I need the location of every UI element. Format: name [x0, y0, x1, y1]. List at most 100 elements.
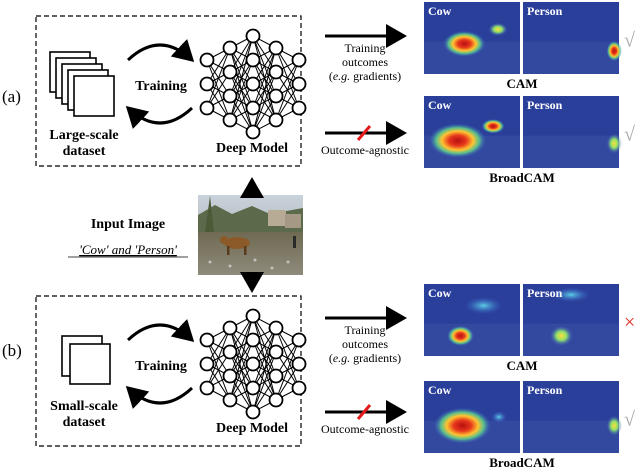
- tile-class-label: Person: [527, 4, 563, 18]
- panel-b: (b) Small-scale dataset Training Deep Mo…: [2, 295, 307, 447]
- arrow-a-agnostic-label: Outcome-agnostic: [321, 143, 409, 157]
- network-node: [291, 380, 307, 396]
- network-node: [268, 112, 284, 128]
- network-connection: [252, 351, 277, 413]
- method-label: CAM: [506, 358, 537, 373]
- heatmap-tile-person: Person: [523, 284, 619, 356]
- network-node: [199, 52, 215, 68]
- training-label-a: Training: [135, 79, 187, 94]
- network-node: [245, 28, 261, 44]
- network-connection: [229, 315, 254, 401]
- heat-blob: [551, 287, 591, 302]
- network-node: [245, 124, 261, 140]
- network-connection: [229, 339, 254, 401]
- network-connection: [252, 327, 277, 413]
- tile-class-label: Person: [527, 383, 563, 397]
- heat-blob: [549, 325, 573, 346]
- heat-blob: [606, 133, 622, 154]
- dataset-label-a-line2: dataset: [63, 144, 106, 159]
- dataset-label-b-line1: Small-scale: [50, 399, 118, 414]
- network-node: [291, 332, 307, 348]
- heatmap-tile-person: Person: [523, 2, 622, 74]
- network-node: [199, 76, 215, 92]
- deep-model-network-icon: [199, 28, 307, 140]
- heatmap-tile-cow: Cow: [424, 96, 520, 168]
- heat-blob: [488, 22, 508, 36]
- network-node: [268, 320, 284, 336]
- large-dataset-stack-icon: [49, 51, 115, 117]
- tile-class-label: Person: [527, 98, 563, 112]
- arrow-b-agnostic-label: Outcome-agnostic: [321, 422, 409, 436]
- heat-blob: [447, 325, 474, 346]
- arrow-a-label-line3: (e.g. gradients): [329, 69, 401, 83]
- deep-model-network-icon: [199, 308, 307, 420]
- blocked-slash-icon: [356, 125, 372, 141]
- training-cycle-icon: [125, 38, 195, 130]
- heat-blob: [428, 123, 487, 158]
- training-outcomes-arrow-a: Training outcomes (e.g. gradients): [325, 24, 407, 83]
- panel-b-label: (b): [2, 341, 22, 360]
- check-mark-icon: √: [624, 409, 635, 431]
- network-node: [222, 392, 238, 408]
- check-mark-icon: √: [624, 124, 635, 146]
- heatmap-tile-cow: Cow: [424, 381, 520, 453]
- heatmap-tile-cow: Cow: [424, 2, 520, 74]
- training-outcomes-arrow-b: Training outcomes (e.g. gradients): [325, 306, 407, 365]
- heatmap-tile-cow: Cow: [424, 284, 520, 356]
- heatmap-tile-person: Person: [523, 96, 622, 168]
- network-node: [268, 64, 284, 80]
- heat-blob: [481, 119, 505, 134]
- network-node: [268, 392, 284, 408]
- network-node: [245, 404, 261, 420]
- method-label: CAM: [506, 76, 537, 91]
- training-cycle-icon: [125, 318, 195, 410]
- method-label: BroadCAM: [489, 455, 554, 470]
- network-node: [291, 52, 307, 68]
- network-connection: [206, 47, 231, 109]
- network-node: [268, 344, 284, 360]
- network-node: [222, 112, 238, 128]
- heat-blob: [464, 296, 503, 315]
- network-connection: [229, 35, 254, 97]
- dataset-label-a-line1: Large-scale: [49, 128, 118, 143]
- network-connection: [252, 47, 277, 109]
- network-node: [222, 40, 238, 56]
- heatmap-tile-person: Person: [523, 381, 622, 453]
- tile-class-label: Person: [527, 286, 563, 300]
- input-image-section: Input Image 'Cow' and 'Person': [68, 177, 303, 293]
- arrow-b-label-line1: Training: [345, 323, 386, 337]
- network-node: [268, 40, 284, 56]
- network-connection: [275, 339, 300, 401]
- network-connection: [229, 59, 254, 121]
- network-node: [199, 100, 215, 116]
- network-node: [199, 380, 215, 396]
- network-connection: [275, 59, 300, 121]
- network-node: [199, 332, 215, 348]
- network-node: [291, 356, 307, 372]
- network-connection: [229, 35, 254, 121]
- blocked-slash-icon: [356, 404, 372, 420]
- tile-class-label: Cow: [428, 4, 452, 18]
- heat-blob: [443, 30, 486, 57]
- network-node: [245, 308, 261, 324]
- input-photo: [198, 195, 303, 275]
- check-mark-icon: √: [624, 30, 635, 52]
- input-image-caption: 'Cow' and 'Person': [79, 242, 177, 257]
- network-node: [222, 344, 238, 360]
- model-label-b: Deep Model: [216, 421, 288, 436]
- arrow-b-label-line3: (e.g. gradients): [329, 351, 401, 365]
- network-node: [222, 64, 238, 80]
- network-node: [245, 52, 261, 68]
- tile-class-label: Cow: [428, 286, 452, 300]
- heat-blob: [433, 407, 492, 444]
- dataset-label-b-line2: dataset: [63, 415, 106, 430]
- network-connection: [252, 71, 277, 133]
- network-node: [245, 100, 261, 116]
- network-node: [268, 88, 284, 104]
- tile-class-label: Cow: [428, 98, 452, 112]
- network-node: [291, 76, 307, 92]
- arrow-b-label-line2: outcomes: [342, 337, 388, 351]
